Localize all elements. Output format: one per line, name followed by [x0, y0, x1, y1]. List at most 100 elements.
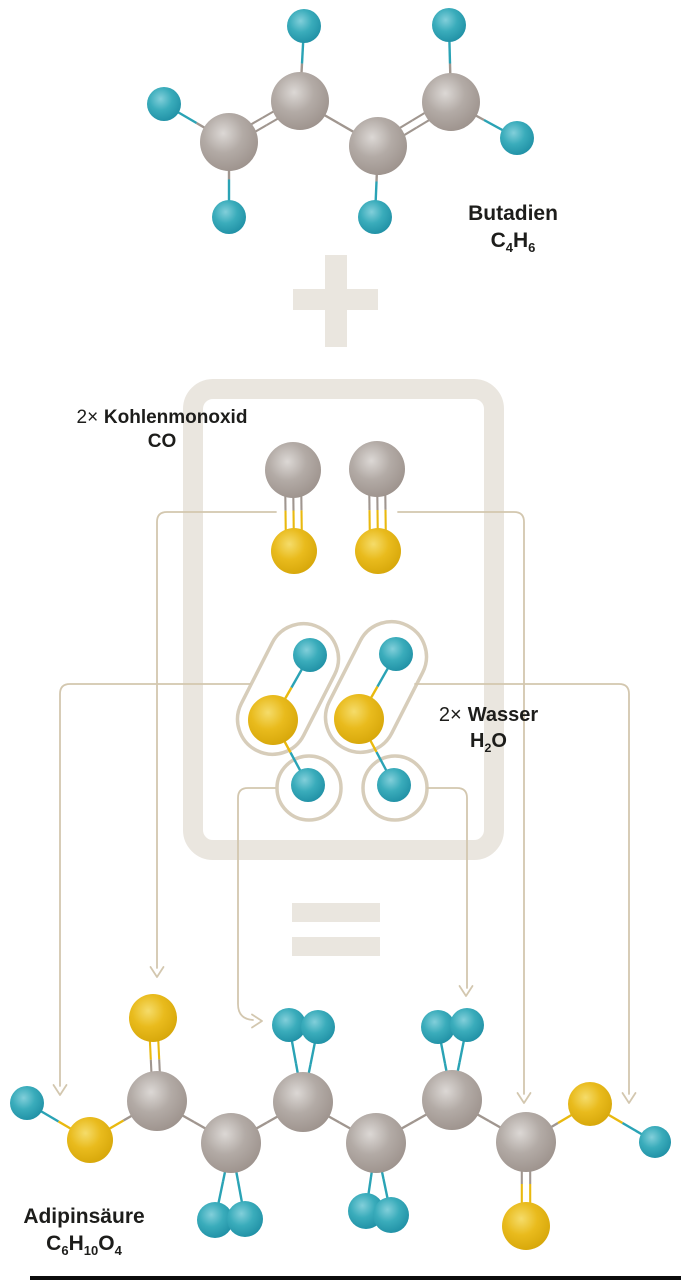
- bond: [621, 1121, 656, 1144]
- bond: [221, 1142, 233, 1182]
- hydrogen-atom: [147, 87, 181, 121]
- bond: [451, 1098, 490, 1123]
- carbon-atom: [273, 1072, 333, 1132]
- bond: [261, 96, 299, 119]
- bond: [450, 100, 485, 122]
- molecule-formula: H2O: [470, 729, 507, 755]
- flow-arrowhead: [516, 1092, 532, 1104]
- bond: [411, 97, 450, 122]
- carbon-atom: [346, 1113, 406, 1173]
- bond: [230, 124, 268, 147]
- bond: [230, 1121, 268, 1145]
- bond: [369, 1142, 378, 1178]
- equals-icon: [292, 903, 380, 956]
- molecule-name: 2×Wasser: [438, 704, 539, 726]
- label-butadiene: Butadien C4H6: [413, 201, 613, 255]
- bond: [448, 63, 453, 103]
- bond: [294, 1063, 305, 1103]
- hydrogen-atom: [227, 1201, 263, 1237]
- bond: [525, 1121, 559, 1144]
- bond: [298, 63, 304, 102]
- label-carbon-monoxide: 2×Kohlenmonoxid CO: [52, 406, 272, 455]
- oxygen-atom: [568, 1082, 612, 1126]
- flow-arrowhead: [149, 966, 165, 978]
- bond: [57, 1120, 91, 1142]
- bond: [338, 1121, 377, 1145]
- plus-bar-vertical: [325, 255, 347, 347]
- count-prefix: 2×: [76, 407, 99, 428]
- bond: [416, 104, 454, 129]
- hydrogen-atom: [432, 8, 466, 42]
- hydrogen-atom: [272, 1008, 306, 1042]
- hydrogen-atom: [10, 1086, 44, 1120]
- bond: [300, 25, 306, 64]
- bond: [364, 1176, 373, 1212]
- bond: [156, 1017, 161, 1060]
- bond: [156, 1099, 195, 1124]
- bottom-bar: [30, 1276, 681, 1280]
- label-water: 2×Wasser H2O: [406, 703, 571, 754]
- bond: [382, 1178, 393, 1216]
- molecule-name: Butadien: [468, 202, 558, 225]
- hydrogen-atom: [450, 1008, 484, 1042]
- bond: [483, 118, 518, 140]
- bond: [193, 1120, 232, 1145]
- bond: [413, 1098, 453, 1123]
- bond: [158, 1059, 163, 1101]
- molecule-formula: C4H6: [490, 228, 536, 256]
- flow-arrowhead: [251, 1013, 263, 1029]
- bond: [266, 103, 303, 127]
- bond: [229, 1142, 240, 1182]
- oxygen-atom: [502, 1202, 550, 1250]
- flow-arrowhead: [621, 1092, 637, 1104]
- bond: [436, 1026, 447, 1064]
- carbon-atom: [496, 1112, 556, 1172]
- bond: [374, 1142, 385, 1180]
- molecule-name: 2×Kohlenmonoxid: [76, 407, 248, 428]
- hydrogen-atom: [639, 1126, 671, 1158]
- bond: [26, 1101, 60, 1123]
- bond: [488, 1119, 527, 1144]
- flow-arrowhead: [458, 985, 474, 997]
- bond: [375, 1120, 415, 1145]
- molecule-formula: C6H10O4: [46, 1231, 122, 1259]
- bond: [147, 1018, 152, 1060]
- bond: [557, 1102, 591, 1125]
- hydrogen-atom: [358, 200, 392, 234]
- carbon-atom: [422, 73, 480, 131]
- bond: [379, 126, 418, 151]
- equals-bar-top: [292, 903, 380, 922]
- carbon-atom: [200, 113, 258, 171]
- hydrogen-atom: [500, 121, 534, 155]
- bond: [287, 1024, 298, 1064]
- carbon-atom: [271, 72, 329, 130]
- flow-arrowhead: [52, 1084, 68, 1096]
- bond: [338, 122, 379, 148]
- carbon-atom: [127, 1071, 187, 1131]
- bond: [195, 121, 230, 144]
- bond: [375, 145, 380, 182]
- molecule-name: Adipinsäure: [23, 1205, 145, 1228]
- bond: [266, 1100, 304, 1124]
- equals-bar-bottom: [292, 937, 380, 956]
- hydrogen-atom: [301, 1010, 335, 1044]
- molecule-formula: CO: [147, 431, 177, 453]
- bond: [301, 1064, 312, 1103]
- bond: [299, 99, 340, 125]
- bond: [373, 181, 378, 218]
- hydrogen-atom: [348, 1193, 384, 1229]
- hydrogen-atom: [287, 9, 321, 43]
- carbon-atom: [349, 117, 407, 175]
- hydrogen-atom: [421, 1010, 455, 1044]
- count-prefix: 2×: [438, 704, 462, 726]
- bond: [309, 1026, 320, 1065]
- carbon-atom: [201, 1113, 261, 1173]
- bond: [236, 1180, 247, 1220]
- bond: [589, 1102, 624, 1125]
- oxygen-atom: [67, 1117, 113, 1163]
- bond: [213, 1181, 225, 1221]
- hydrogen-atom: [212, 200, 246, 234]
- hydrogen-atom: [197, 1202, 233, 1238]
- bond: [226, 116, 263, 140]
